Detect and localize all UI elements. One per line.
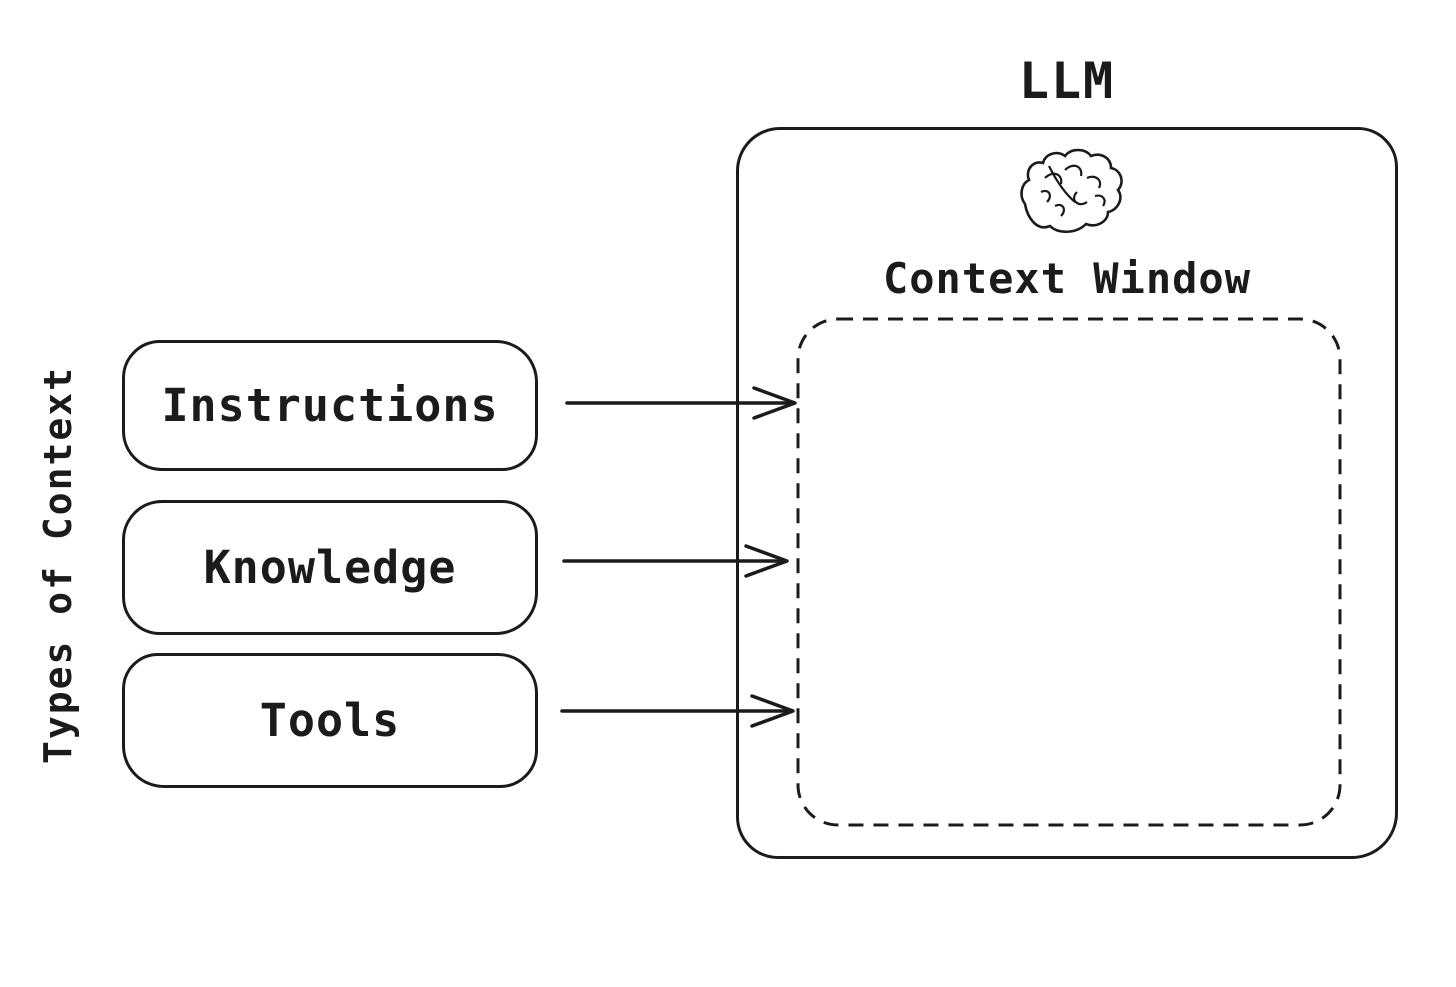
context-window-label: Context Window xyxy=(882,254,1251,303)
instructions-label: Instructions xyxy=(161,379,499,432)
instructions-box: Instructions xyxy=(122,340,538,471)
knowledge-box: Knowledge xyxy=(122,500,538,635)
tools-label: Tools xyxy=(259,694,401,747)
context-window-box xyxy=(796,317,1342,827)
knowledge-label: Knowledge xyxy=(203,541,457,594)
llm-box: Context Window xyxy=(736,127,1398,859)
types-of-context-label: Types of Context xyxy=(36,365,80,765)
tools-box: Tools xyxy=(122,653,538,788)
brain-icon xyxy=(1020,148,1123,234)
llm-title: LLM xyxy=(1018,52,1116,110)
